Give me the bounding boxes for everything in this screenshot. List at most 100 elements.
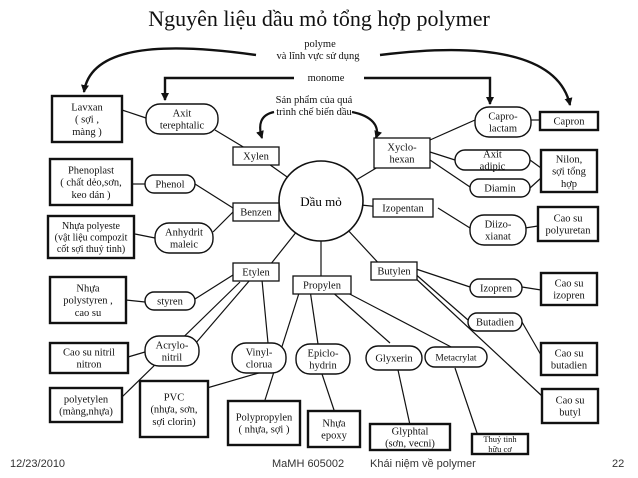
node-nhua-epoxy-shape (306, 409, 362, 449)
connector-line (454, 367, 479, 437)
node-butylen-shape (370, 261, 418, 281)
node-polypropylen: Polypropylen( nhựa, sợi ) (226, 399, 302, 447)
node-diizoxianat-label: xianat (485, 232, 511, 243)
node-lavxan-label: ( sợi , (75, 115, 99, 126)
node-benzen-label: Benzen (240, 208, 272, 219)
connector-line (329, 289, 391, 344)
legend-polyme-use: và lĩnh vực sử dụng (276, 51, 360, 62)
node-xyclohexan-label: Xyclo- (387, 143, 417, 154)
connector-arrow (364, 76, 494, 105)
node-izopren-shape (469, 278, 523, 298)
node-cao-su-butyl-label: Cao su (556, 396, 586, 407)
node-capron-label: Capron (554, 117, 586, 128)
node-nilon-shape (539, 148, 599, 194)
center-node: Dầu mỏ (278, 160, 364, 242)
node-polyetylen-label: (màng,nhựa) (59, 407, 113, 418)
connector-line (321, 373, 336, 414)
node-epiclohydrin-shape (295, 343, 351, 375)
node-diizoxianat: Diizo-xianat (469, 214, 527, 246)
connector-line (429, 159, 471, 188)
node-epiclohydrin-label: hydrin (309, 361, 337, 372)
node-axit-terephtalic-label: Axit (173, 109, 192, 120)
node-cao-su-nitril-label: nitron (76, 360, 102, 371)
node-vinylclorua-label: clorua (246, 360, 273, 371)
connector-line (194, 279, 251, 345)
node-caprolactam-label: lactam (489, 124, 517, 135)
connector-line (194, 274, 234, 300)
connector-line (214, 129, 246, 149)
node-axit-adipic-label: adipic (480, 162, 506, 173)
connector-arrow (161, 76, 294, 101)
node-nhua-polystyren-label: polystyren , (63, 296, 113, 307)
node-polyetylen-label: polyetylen (64, 395, 109, 406)
footer-date: 12/23/2010 (10, 458, 66, 470)
node-butadien: Butadien (467, 312, 523, 332)
node-polypropylen-label: ( nhựa, sợi ) (239, 425, 290, 436)
node-nhua-epoxy-label: Nhựa (322, 419, 346, 430)
node-phenoplast-label: ( chất dẻo,sơn, (60, 178, 122, 189)
connector-line (199, 371, 263, 391)
connector-arrow (351, 110, 383, 139)
connector-line (212, 211, 234, 233)
node-styren-label: styren (157, 297, 183, 308)
node-axit-terephtalic-label: terephtalic (160, 121, 205, 132)
node-lavxan-label: Lavxan (71, 103, 103, 114)
connector-line (529, 177, 542, 189)
node-cao-su-izopren-label: Cao su (555, 279, 585, 290)
node-glyphtal-shape (368, 422, 452, 452)
connector-arrow (81, 47, 257, 93)
connector-line (134, 233, 156, 239)
node-thuy-tinh-label: Thuỷ tinh (483, 434, 517, 444)
node-etylen-shape (232, 262, 280, 282)
node-butylen-label: Butylen (377, 267, 411, 278)
node-xylen-shape (232, 146, 280, 166)
node-axit-adipic-label: Axit (483, 150, 502, 161)
node-cao-su-butyl-label: butyl (559, 408, 581, 419)
node-nhua-polyeste-label: Nhựa polyeste (62, 221, 120, 232)
connector-line (121, 109, 147, 119)
node-axit-terephtalic-shape (145, 103, 219, 135)
node-glyphtal-label: (sơn, vecni) (385, 439, 435, 450)
connector-line (412, 267, 471, 288)
node-cao-su-izopren-shape (539, 271, 599, 307)
node-nilon-label: sợi tổng (552, 167, 587, 178)
node-xylen-label: Xylen (243, 152, 269, 163)
node-nilon-label: hợp (561, 179, 577, 190)
node-anhydrit-maleic-label: Anhydrit (165, 228, 203, 239)
node-nhua-polyeste-shape (46, 214, 136, 260)
connector-line (437, 207, 471, 229)
connector-line (412, 275, 543, 397)
node-lavxan-label: màng ) (72, 127, 102, 138)
legend-polyme: polyme (304, 39, 336, 50)
node-butylen: Butylen (370, 261, 418, 281)
node-lavxan-shape (50, 94, 124, 144)
node-acrylonitril-label: nitril (162, 353, 182, 364)
connector-line (521, 321, 542, 356)
node-axit-adipic-shape (454, 149, 531, 171)
node-diamin-label: Diamin (484, 184, 516, 195)
connector-line (264, 289, 301, 401)
node-cao-su-polyuretan-label: Cao su (554, 214, 584, 225)
legend-monome: monome (308, 73, 345, 84)
connector-line (125, 299, 146, 303)
node-metacrylat: Metacrylat (424, 346, 488, 368)
node-diamin-shape (469, 178, 531, 198)
node-diizoxianat-label: Diizo- (485, 220, 512, 231)
node-polypropylen-shape (226, 399, 302, 447)
node-xyclohexan-label: hexan (389, 155, 415, 166)
slide-title: Nguyên liệu dầu mỏ tổng hợp polymer (148, 6, 490, 31)
connector-line (529, 159, 542, 169)
connector-line (429, 151, 456, 161)
node-izopren-label: Izopren (480, 284, 513, 295)
node-benzen-shape (232, 202, 280, 222)
node-nhua-polystyren-label: Nhựa (76, 284, 100, 295)
node-phenol-label: Phenol (155, 180, 184, 191)
node-glyphtal: Glyphtal(sơn, vecni) (368, 422, 452, 452)
